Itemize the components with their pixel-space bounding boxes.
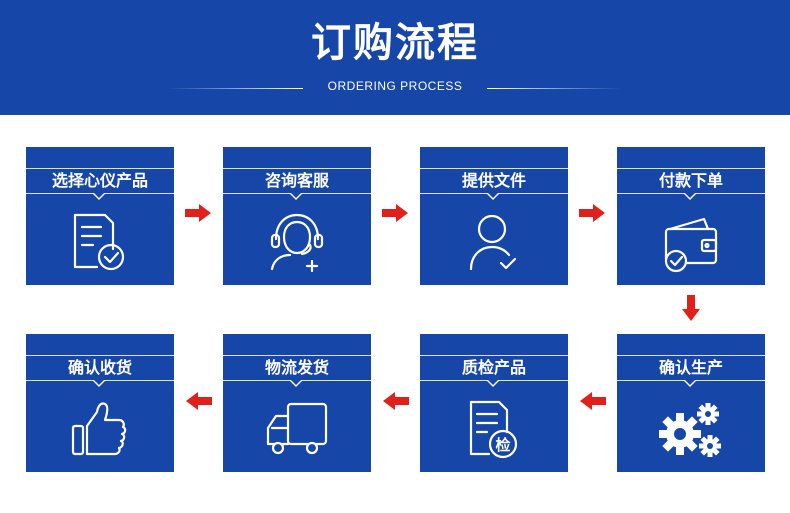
gears-icon [656,396,726,462]
step-confirm-production: 确认生产 [617,334,765,472]
delivery-truck-icon [262,396,332,462]
page-subtitle: ORDERING PROCESS [327,79,463,93]
step-pay-order: 付款下单 [617,147,765,285]
step-label: 确认收货 [67,358,132,377]
step-label: 质检产品 [461,358,526,377]
step-label: 确认生产 [658,358,723,377]
step-label: 提供文件 [461,171,526,190]
step-label: 付款下单 [658,171,723,190]
arrow-right-icon [183,203,213,223]
subtitle-divider-right [487,88,622,89]
wallet-check-icon [656,209,726,275]
arrow-right-icon [380,203,410,223]
user-check-icon [459,209,529,275]
arrow-right-icon [577,203,607,223]
step-logistics-shipping: 物流发货 [223,334,371,472]
step-select-product: 选择心仪产品 [26,147,174,285]
document-check-icon [65,209,135,275]
step-label: 选择心仪产品 [51,171,148,190]
inspection-document-icon: 检 [459,396,529,462]
thumbs-up-icon [65,396,135,462]
header-banner: 订购流程 ORDERING PROCESS [0,0,790,115]
subtitle-row: ORDERING PROCESS [0,78,790,98]
step-consult-service: 咨询客服 [223,147,371,285]
inspection-badge-text: 检 [495,436,510,454]
step-label: 物流发货 [264,358,329,377]
customer-service-headset-icon [262,209,332,275]
step-provide-files: 提供文件 [420,147,568,285]
step-quality-inspection: 质检产品 检 [420,334,568,472]
page-title: 订购流程 [311,20,479,66]
arrow-left-icon [184,391,214,411]
arrow-left-icon [578,391,608,411]
arrow-left-icon [381,391,411,411]
step-confirm-receipt: 确认收货 [26,334,174,472]
step-label: 咨询客服 [264,171,329,190]
subtitle-divider-left [168,88,303,89]
arrow-down-icon [681,293,701,323]
